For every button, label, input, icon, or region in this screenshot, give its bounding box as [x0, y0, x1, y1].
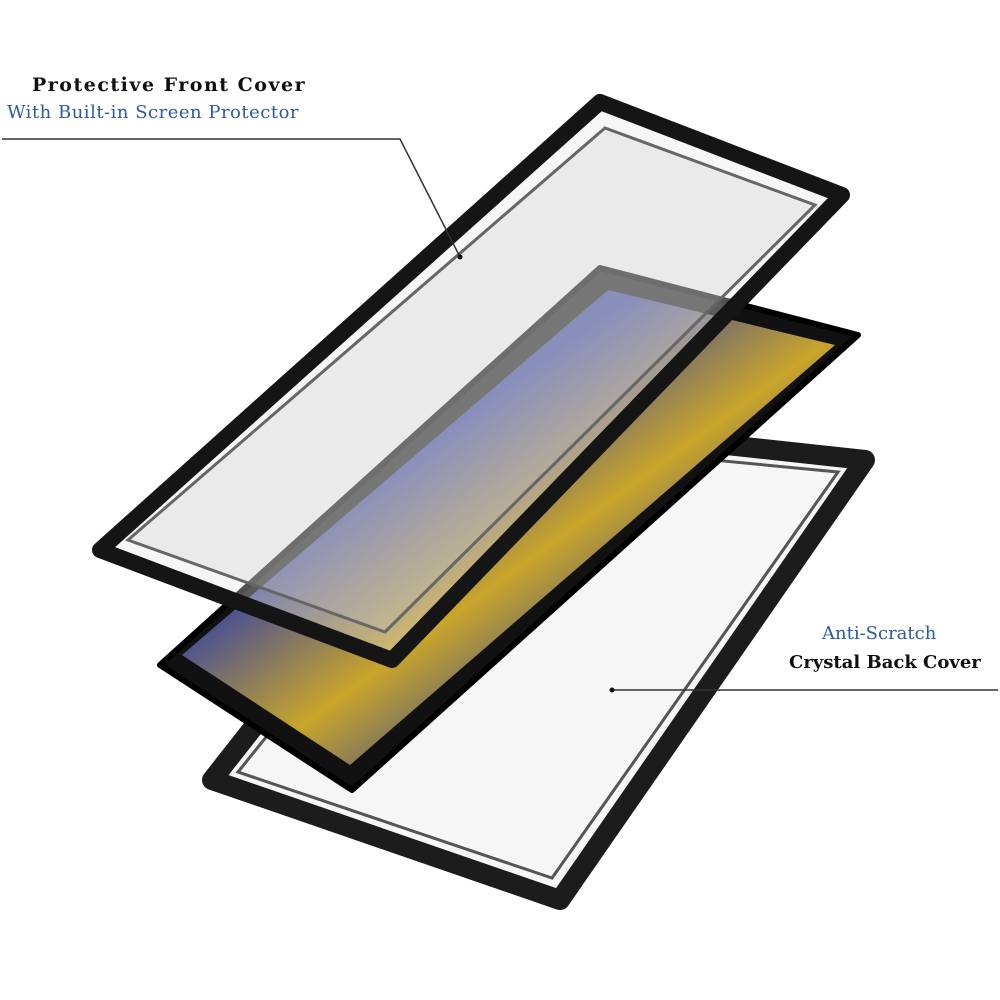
front-cover	[92, 94, 850, 668]
callout-lines	[2, 138, 998, 693]
front-cover-subtitle: With Built-in Screen Protector	[7, 102, 300, 123]
back-cover-subtitle: Anti-Scratch	[822, 623, 937, 644]
front-cover-title: Protective Front Cover	[32, 74, 307, 96]
back-cover-title: Crystal Back Cover	[789, 652, 981, 673]
